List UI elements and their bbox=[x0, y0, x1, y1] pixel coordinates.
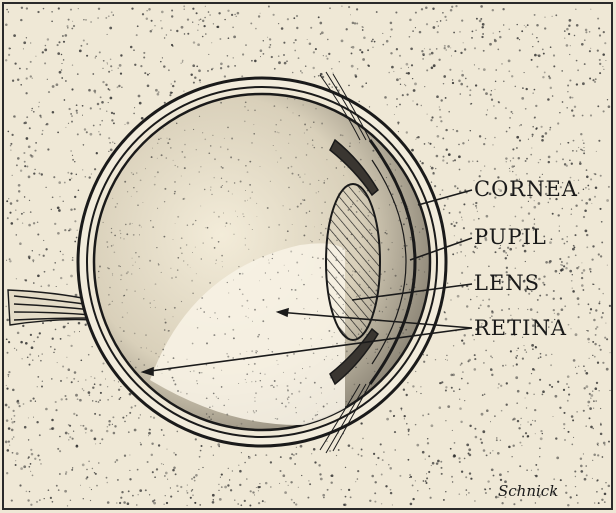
label-lens: LENS bbox=[474, 271, 540, 295]
artist-signature: Schnick bbox=[498, 482, 558, 500]
label-cornea: CORNEA bbox=[474, 177, 578, 201]
label-pupil: PUPIL bbox=[474, 225, 547, 249]
label-retina: RETINA bbox=[474, 316, 567, 340]
